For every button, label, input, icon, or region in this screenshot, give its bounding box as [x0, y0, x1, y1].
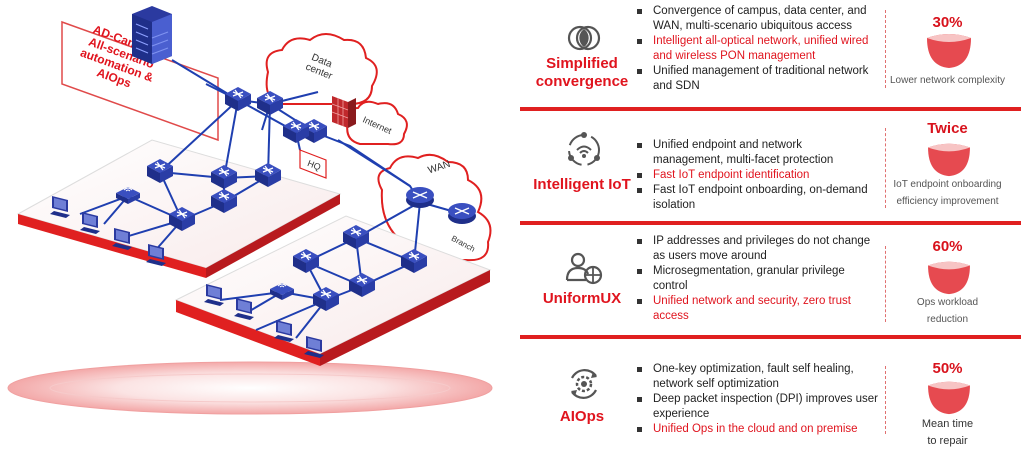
panel-separator [520, 335, 1021, 339]
bullet-item: Deep packet inspection (DPI) improves us… [632, 392, 892, 422]
wan-router-icon [405, 186, 435, 209]
internet-cloud: Internet [346, 100, 408, 146]
metric-bowl-icon [928, 143, 970, 177]
feature-bullet-list: One-key optimization, fault self healing… [632, 362, 892, 437]
feature-title: AIOps [559, 408, 605, 425]
data-center-cloud: Data center [265, 33, 378, 105]
metric-value: 50% [932, 360, 963, 377]
server-stack-icon [132, 6, 172, 64]
metric-value: 30% [932, 14, 963, 31]
metric-value: 60% [932, 238, 963, 255]
panel-separator [520, 221, 1021, 225]
metric-bowl-icon [927, 34, 971, 68]
bullet-item: Unified management of traditional networ… [632, 64, 892, 94]
iot-hub-icon [568, 132, 600, 166]
firewall-icon [331, 96, 356, 128]
feature-title: UniformUX [542, 290, 622, 307]
campus-network-diagram: AD-Campus All-scenario automation & AIOp… [7, 6, 493, 415]
bullet-item: One-key optimization, fault self healing… [632, 362, 892, 392]
bullet-item-highlight: Intelligent all-optical network, unified… [632, 34, 892, 64]
core-switch [282, 118, 310, 144]
feature-title: Intelligent IoT [533, 176, 631, 193]
bullet-item-highlight: Unified Ops in the cloud and on premise [632, 422, 892, 437]
base-platform-glow [7, 361, 493, 415]
hq-label: HQ [306, 158, 322, 172]
metric-bowl-icon [928, 381, 970, 415]
panel-separator [520, 107, 1021, 111]
metric-bowl-icon [928, 261, 970, 295]
bullet-item-highlight: Fast IoT endpoint identification [632, 168, 892, 183]
user-network-icon [565, 252, 603, 285]
hq-tag: HQ [299, 149, 327, 179]
feature-panel-aiops: AIOps One-key optimization, fault self h… [520, 342, 1021, 452]
feature-panel-uniformux: UniformUX IP addresses and privileges do… [520, 228, 1021, 339]
feature-panel-intelligent-iot: Intelligent IoT Unified endpoint and net… [520, 114, 1021, 225]
metric-block: 30% Lower network complexity [875, 0, 1020, 111]
gear-cycle-icon [571, 369, 597, 399]
metric-value: Twice [927, 120, 968, 137]
bullet-item: IP addresses and privileges do not chang… [632, 234, 892, 264]
feature-bullet-list: IP addresses and privileges do not chang… [632, 234, 892, 324]
branch-router-icon [447, 202, 477, 225]
overlapping-circles-icon [567, 25, 601, 51]
metric-description: Lower network complexity [889, 75, 1006, 86]
bullet-item-highlight: Unified network and security, zero trust… [632, 294, 892, 324]
